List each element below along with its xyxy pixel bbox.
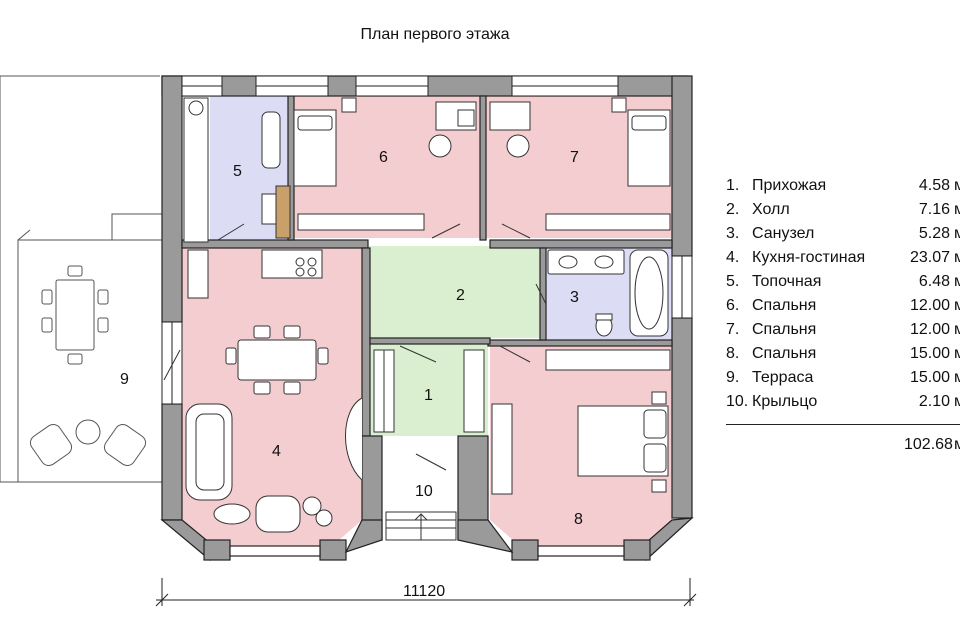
door-arcs — [163, 223, 547, 471]
furniture — [183, 97, 671, 541]
room-2-fill — [368, 246, 544, 338]
plan-label-4: 4 — [272, 443, 281, 460]
plan-label-10: 10 — [415, 483, 433, 500]
legend-divider — [726, 424, 960, 425]
dimension-line — [155, 578, 697, 607]
windows — [161, 75, 693, 405]
plan-label-8: 8 — [574, 511, 583, 528]
room-labels: 5 6 7 2 3 4 1 10 8 9 — [120, 149, 583, 528]
plan-label-3: 3 — [570, 289, 579, 306]
plan-label-2: 2 — [456, 287, 465, 304]
terrace — [0, 75, 165, 483]
plan-label-6: 6 — [379, 149, 388, 166]
plan-label-5: 5 — [233, 163, 242, 180]
plan-title: План первого этажа — [360, 26, 510, 43]
dimension-label: 11120 — [403, 583, 445, 600]
plan-label-1: 1 — [424, 387, 433, 404]
plan-label-7: 7 — [570, 149, 579, 166]
plan-label-9: 9 — [120, 371, 129, 388]
